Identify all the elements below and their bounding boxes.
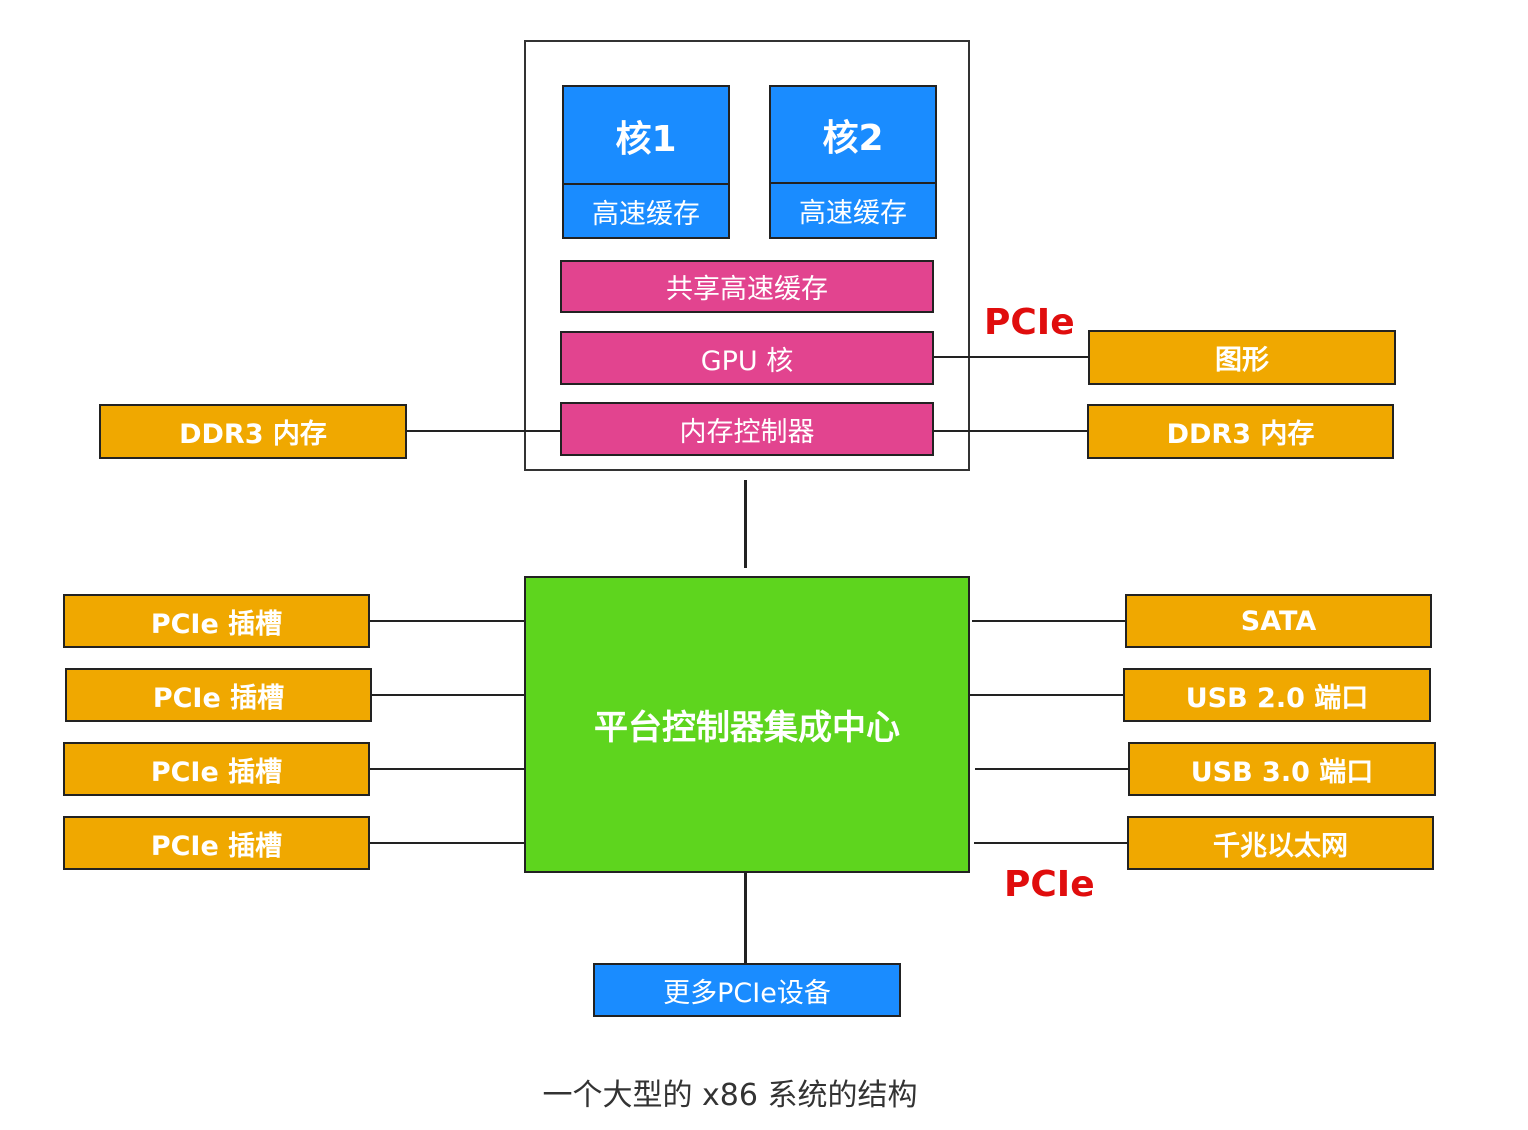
ddr3-memory-left: DDR3 内存 — [99, 404, 407, 459]
link-pcie-slot-2 — [372, 694, 524, 696]
core-2: 核2 — [769, 85, 937, 183]
core-1-cache: 高速缓存 — [562, 183, 730, 239]
pcie-slot-1: PCIe 插槽 — [63, 594, 370, 648]
link-right-memory — [934, 430, 1087, 432]
core-2-cache: 高速缓存 — [769, 182, 937, 239]
link-ethernet — [974, 842, 1127, 844]
link-pcie-slot-4 — [370, 842, 524, 844]
graphics: 图形 — [1088, 330, 1396, 385]
link-graphics — [934, 356, 1088, 358]
link-sata — [972, 620, 1125, 622]
link-usb-2 — [970, 694, 1123, 696]
pcie-slot-3: PCIe 插槽 — [63, 742, 370, 796]
gigabit-ethernet: 千兆以太网 — [1127, 816, 1434, 870]
link-usb-3 — [975, 768, 1128, 770]
pcie-slot-4: PCIe 插槽 — [63, 816, 370, 870]
platform-controller-hub: 平台控制器集成中心 — [524, 576, 970, 873]
more-pcie-devices: 更多PCIe设备 — [593, 963, 901, 1017]
pcie-label-pch: PCIe — [1004, 864, 1095, 905]
pcie-slot-2: PCIe 插槽 — [65, 668, 372, 722]
link-cpu-pch — [744, 480, 747, 568]
usb-2-port: USB 2.0 端口 — [1123, 668, 1431, 722]
sata: SATA — [1125, 594, 1432, 648]
usb-3-port: USB 3.0 端口 — [1128, 742, 1436, 796]
link-pch-bottom — [744, 873, 747, 963]
link-left-memory — [407, 430, 560, 432]
figure-caption: 一个大型的 x86 系统的结构 — [542, 1078, 918, 1113]
memory-controller: 内存控制器 — [560, 402, 934, 456]
link-pcie-slot-3 — [370, 768, 524, 770]
ddr3-memory-right: DDR3 内存 — [1087, 404, 1394, 459]
pcie-label-graphics: PCIe — [984, 302, 1075, 343]
gpu-core: GPU 核 — [560, 331, 934, 385]
core-1: 核1 — [562, 85, 730, 184]
link-pcie-slot-1 — [370, 620, 524, 622]
shared-cache: 共享高速缓存 — [560, 260, 934, 313]
